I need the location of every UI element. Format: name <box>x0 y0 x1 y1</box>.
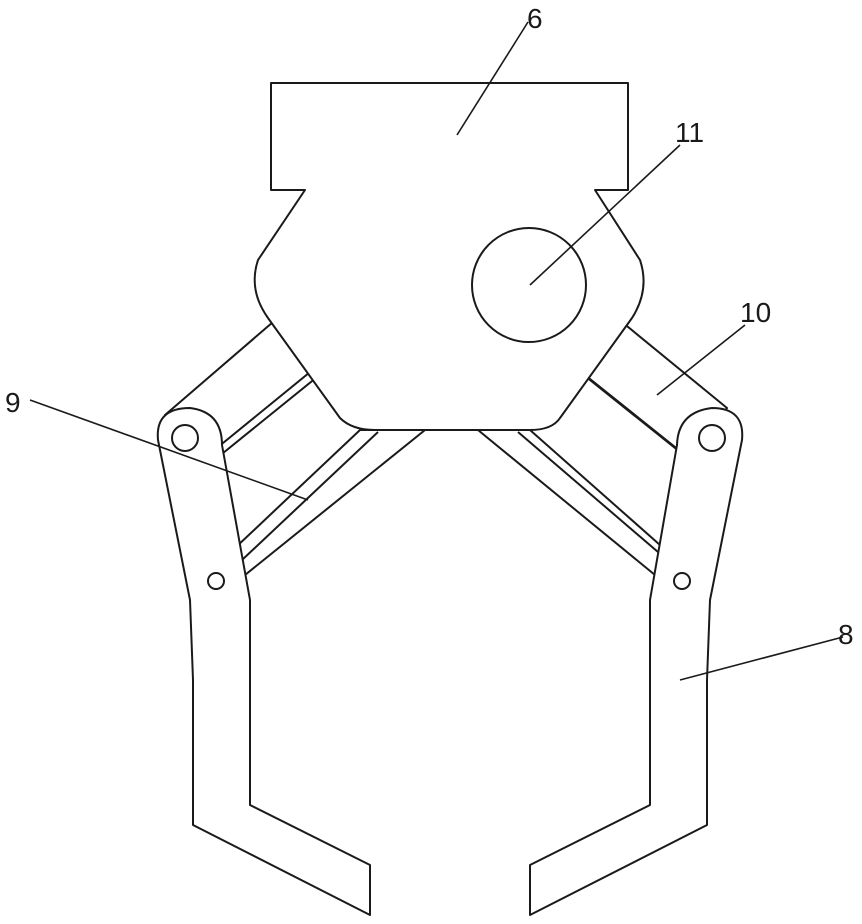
left-lower-link <box>234 429 426 576</box>
right-lower-link <box>477 429 661 576</box>
right-jaw <box>529 407 744 916</box>
leader-11 <box>529 144 681 286</box>
label-6: 6 <box>527 3 543 34</box>
part-labels: 6 11 10 9 8 <box>5 3 854 650</box>
left-pivot-pin <box>171 424 199 452</box>
label-8: 8 <box>838 619 854 650</box>
leader-10 <box>656 324 746 396</box>
leader-lines <box>29 21 844 681</box>
left-lower-link-inner-line <box>241 431 379 561</box>
body-circular-hole <box>471 227 587 343</box>
leader-6 <box>456 21 529 136</box>
label-11: 11 <box>675 117 704 148</box>
label-9: 9 <box>5 387 21 418</box>
right-small-pin <box>673 572 691 590</box>
right-lower-link-inner-line <box>517 431 659 553</box>
left-small-pin <box>207 572 225 590</box>
label-10: 10 <box>740 297 771 328</box>
left-upper-link-inner-line <box>211 367 316 453</box>
right-upper-link-inner-line <box>584 374 686 456</box>
right-pivot-pin <box>698 424 726 452</box>
main-body <box>253 82 645 431</box>
leader-9 <box>29 399 309 501</box>
left-jaw <box>156 407 371 916</box>
leader-8 <box>679 636 844 681</box>
